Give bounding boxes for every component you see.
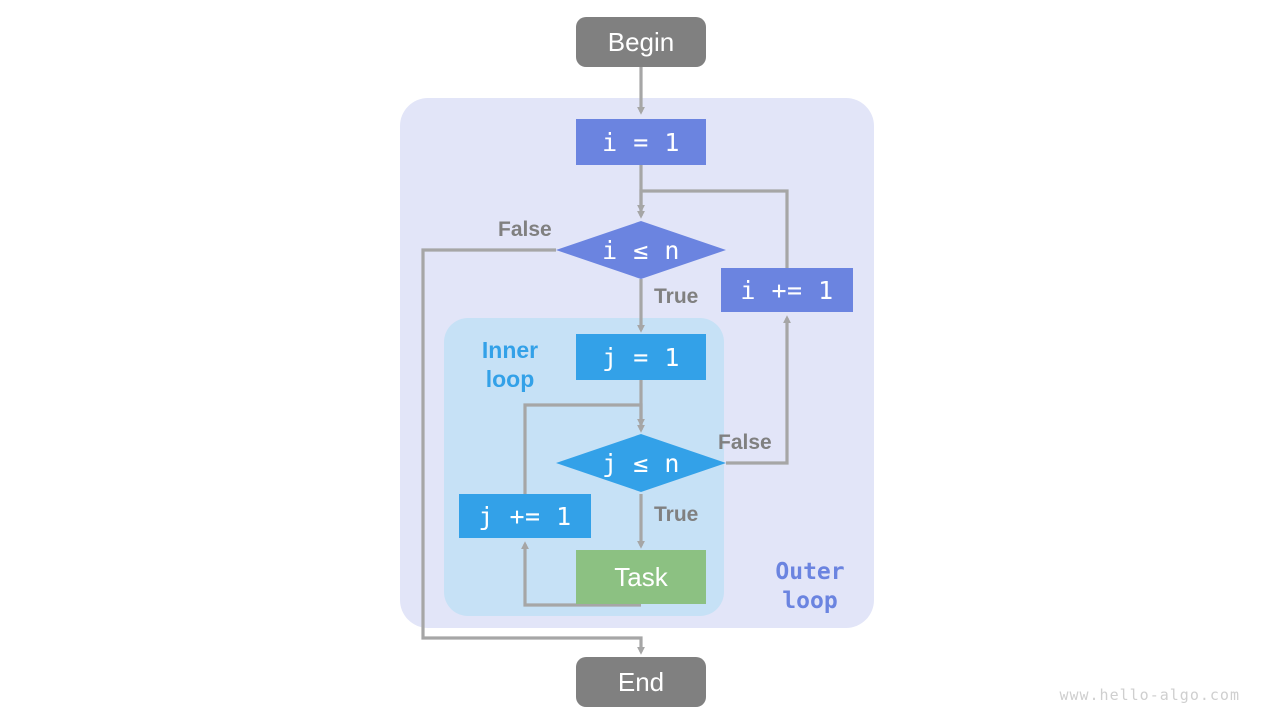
cond-i-diamond-shape bbox=[556, 221, 726, 279]
node-begin[interactable]: Begin bbox=[576, 17, 706, 67]
edge-label-outer-false: False bbox=[498, 218, 552, 241]
node-cond-i-label: i ≤ n bbox=[602, 235, 680, 265]
node-incr-i[interactable]: i += 1 bbox=[721, 268, 853, 312]
node-cond-j[interactable]: j ≤ n bbox=[556, 434, 726, 492]
edge-label-inner-true: True bbox=[654, 503, 699, 526]
node-cond-i[interactable]: i ≤ n bbox=[556, 221, 726, 279]
outer-loop-label: Outer loop bbox=[775, 559, 845, 614]
node-cond-j-label: j ≤ n bbox=[602, 448, 680, 478]
watermark: www.hello-algo.com bbox=[1059, 686, 1240, 704]
inner-loop-label: Inner loop bbox=[481, 337, 539, 392]
node-begin-label: Begin bbox=[607, 26, 675, 57]
node-end-label: End bbox=[617, 666, 665, 697]
node-end[interactable]: End bbox=[576, 657, 706, 707]
node-init-j[interactable]: j = 1 bbox=[576, 334, 706, 380]
node-incr-j-label: j += 1 bbox=[478, 501, 572, 531]
edge-label-outer-true: True bbox=[654, 285, 699, 308]
node-incr-i-label: i += 1 bbox=[740, 275, 834, 305]
node-init-i[interactable]: i = 1 bbox=[576, 119, 706, 165]
edge-label-inner-false: False bbox=[718, 431, 772, 454]
node-incr-j[interactable]: j += 1 bbox=[459, 494, 591, 538]
cond-j-diamond-shape bbox=[556, 434, 726, 492]
node-init-j-label: j = 1 bbox=[602, 342, 680, 372]
node-task[interactable]: Task bbox=[576, 550, 706, 604]
node-init-i-label: i = 1 bbox=[602, 127, 680, 157]
node-task-label: Task bbox=[614, 561, 668, 592]
